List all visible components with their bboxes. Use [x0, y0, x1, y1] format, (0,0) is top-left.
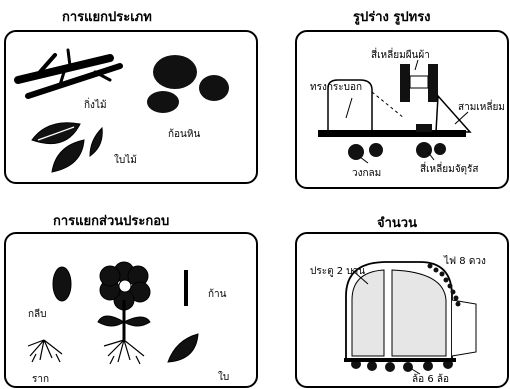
- triangle-label: สามเหลี่ยม: [458, 100, 505, 115]
- leaf-label: ใบ: [218, 370, 229, 385]
- branches-illustration: [18, 50, 120, 96]
- wheels-label: ล้อ 6 ล้อ: [412, 372, 449, 387]
- stones-label: ก้อนหิน: [168, 127, 200, 142]
- roots-illustration: [28, 340, 144, 364]
- leaves-label: ใบไม้: [114, 153, 137, 168]
- branches-label: กิ่งไม้: [84, 98, 107, 113]
- shapes-illustration: [318, 60, 470, 163]
- petal-label: กลีบ: [28, 307, 47, 322]
- stem-label: ก้าน: [208, 287, 227, 302]
- square-label: สี่เหลี่ยมจัตุรัส: [420, 162, 479, 177]
- leaves-illustration: [32, 123, 102, 172]
- doors-label: ประตู 2 บาน: [310, 264, 365, 279]
- root-label: ราก: [32, 372, 49, 387]
- circle-label: วงกลม: [352, 166, 381, 181]
- cylinder-label: ทรงกระบอก: [310, 80, 362, 95]
- lights-label: ไฟ 8 ดวง: [444, 254, 486, 269]
- rectangle-label: สี่เหลี่ยมผืนผ้า: [371, 48, 430, 63]
- stones-illustration: [147, 55, 229, 113]
